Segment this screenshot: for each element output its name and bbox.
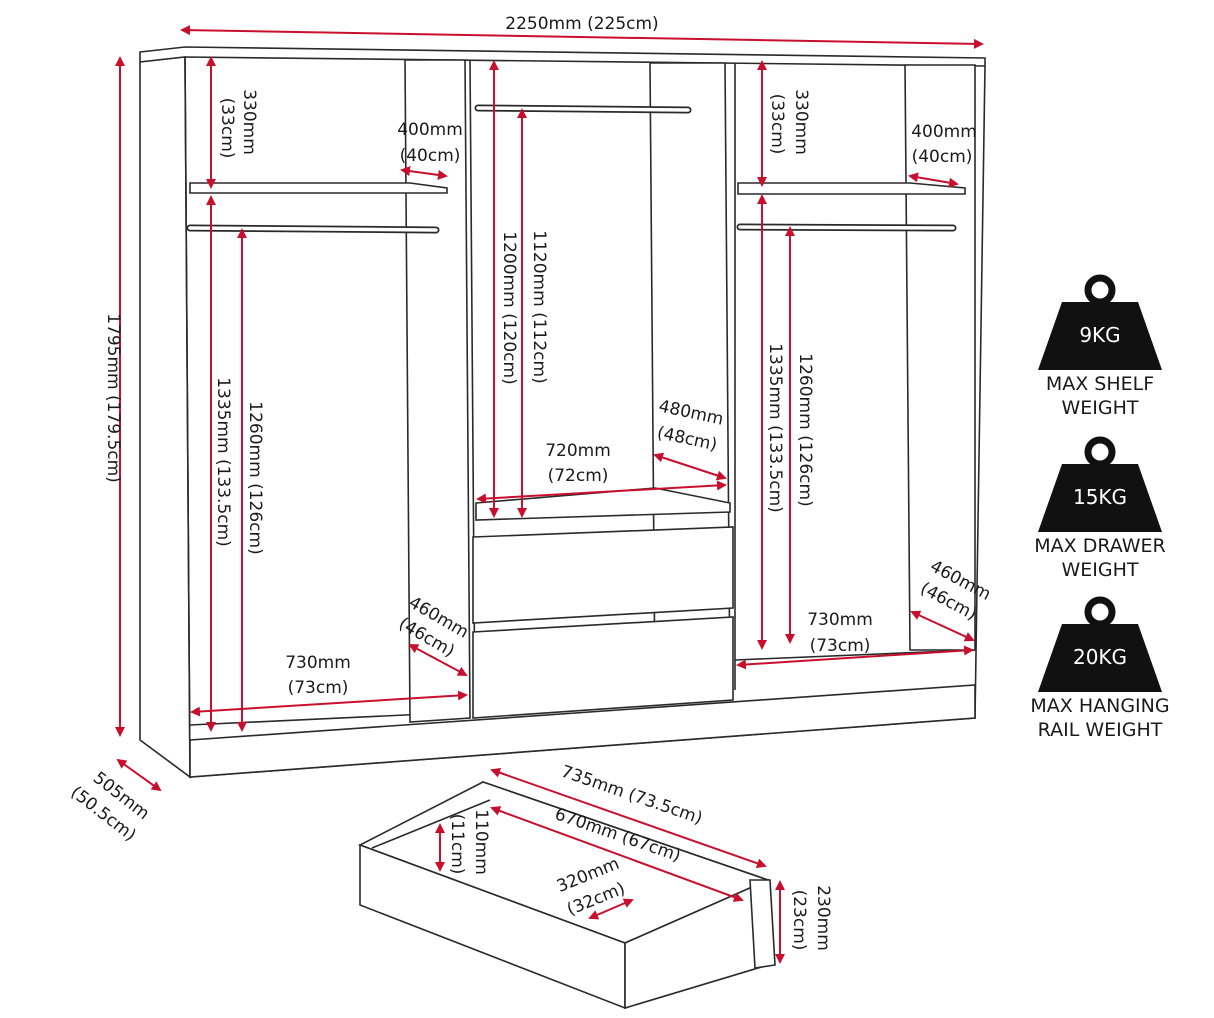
label-right-1260: 1260mm (126cm): [795, 353, 815, 506]
label-right-1335: 1335mm (133.5cm): [765, 343, 785, 513]
arrow-width: [180, 25, 984, 49]
arrow-center-shelf-depth: [653, 452, 727, 481]
arrow-drawer-inner-width: [490, 806, 744, 902]
label-width: 2250mm (225cm): [505, 14, 658, 34]
shelf-weight-value: 9KG: [1079, 323, 1120, 347]
label-left-base-width-cm: (73cm): [288, 678, 349, 698]
label-left-top-gap-mm: 330mm: [239, 89, 259, 155]
plinth: [189, 684, 976, 778]
rail-weight-value: 20KG: [1073, 645, 1127, 669]
label-left-shelf-depth-mm: 400mm: [397, 120, 463, 140]
lower-drawer: [472, 616, 734, 719]
label-right-shelf-depth-cm: (40cm): [912, 147, 973, 167]
drawer-weight-caption-2: WEIGHT: [1061, 559, 1138, 581]
upper-drawer: [472, 526, 734, 624]
label-right-top-gap-mm: 330mm: [791, 89, 811, 155]
weight-badge-rail: 20KG MAX HANGING RAIL WEIGHT: [1030, 596, 1170, 741]
label-center-shelf-width-mm: 720mm: [545, 441, 611, 461]
label-right-top-gap-cm: (33cm): [767, 94, 787, 155]
arrow-right-base-depth: [910, 610, 975, 642]
label-left-base-width-mm: 730mm: [285, 653, 351, 673]
arrow-center-shelf-width: [476, 480, 727, 504]
weight-icon: [1038, 464, 1162, 532]
label-center-1200: 1200mm (120cm): [499, 231, 519, 384]
arrow-depth: [116, 758, 162, 792]
label-right-base-width-mm: 730mm: [807, 610, 873, 630]
weight-badge-drawer: 15KG MAX DRAWER WEIGHT: [1034, 436, 1166, 581]
weight-hook: [1084, 596, 1116, 628]
right-inner-divider: [904, 64, 976, 651]
drawer-front-panel: [749, 879, 776, 969]
left-divider: [404, 59, 471, 723]
arrow-drawer-inner-depth: [588, 898, 634, 920]
arrow-left-base-depth: [408, 644, 468, 676]
weight-icon: [1038, 302, 1162, 370]
label-drawer-front-height-cm: (23cm): [789, 890, 809, 951]
label-left-1260: 1260mm (126cm): [245, 401, 265, 554]
wardrobe-body: [139, 46, 986, 779]
shelf-weight-caption-2: WEIGHT: [1061, 397, 1138, 419]
label-center-shelf-width-cm: (72cm): [548, 466, 609, 486]
weight-hook: [1084, 274, 1116, 306]
label-drawer-front-height-mm: 230mm: [813, 885, 833, 951]
arrow-right-shelf-depth: [908, 172, 959, 188]
label-right-shelf-depth-mm: 400mm: [911, 122, 977, 142]
label-left-1335: 1335mm (133.5cm): [213, 377, 233, 547]
shelf-weight-caption-1: MAX SHELF: [1046, 373, 1154, 395]
rail-weight-caption-1: MAX HANGING: [1030, 695, 1169, 717]
left-side-panel: [139, 56, 191, 779]
top-panel: [139, 46, 986, 67]
label-drawer-inner-height-mm: 110mm: [471, 809, 491, 875]
arrow-left-base-width: [190, 690, 468, 717]
drawer-inner-edge: [371, 799, 491, 849]
rail-weight-caption-2: RAIL WEIGHT: [1038, 719, 1163, 741]
label-right-base-width-cm: (73cm): [810, 636, 871, 656]
weight-hook: [1084, 436, 1116, 468]
right-top-shelf: [737, 182, 966, 195]
left-top-shelf: [189, 182, 448, 194]
arrow-left-shelf-depth: [400, 166, 448, 180]
label-center-1120: 1120mm (112cm): [529, 230, 549, 383]
label-height: 1795mm (179.5cm): [103, 313, 123, 483]
arrow-right-base-width: [736, 645, 974, 670]
label-left-shelf-depth-cm: (40cm): [400, 146, 461, 166]
drawer-weight-value: 15KG: [1073, 485, 1127, 509]
dimension-arrows: [115, 25, 984, 964]
weight-icon: [1038, 624, 1162, 692]
label-drawer-inner-height-cm: (11cm): [447, 814, 467, 875]
drawer-weight-caption-1: MAX DRAWER: [1034, 535, 1165, 557]
label-left-top-gap-cm: (33cm): [217, 98, 237, 159]
weight-badge-shelf: 9KG MAX SHELF WEIGHT: [1038, 274, 1162, 419]
